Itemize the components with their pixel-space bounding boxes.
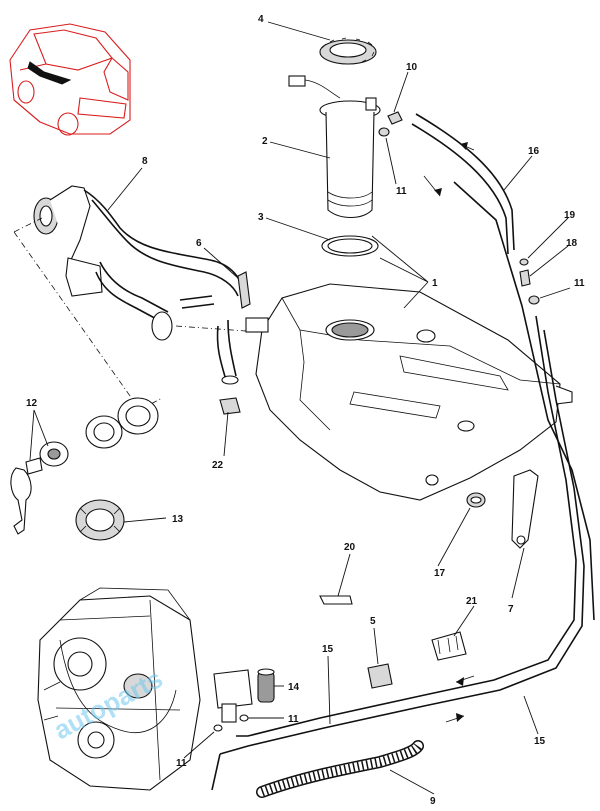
seal-ring-part (321, 235, 379, 257)
callout-16: 16 (528, 146, 540, 157)
nut-part-11-top (378, 127, 390, 137)
hose-clamp-part-6 (237, 271, 251, 309)
callout-15-right: 15 (534, 736, 546, 747)
callout-11-pump: 11 (288, 714, 299, 725)
callout-10: 10 (406, 62, 418, 73)
callout-18: 18 (566, 238, 578, 249)
callout-11-top: 11 (396, 186, 407, 197)
callout-labels: 4 2 3 1 10 11 16 8 6 19 18 11 22 12 13 1… (26, 14, 585, 807)
engine-illustration (37, 587, 201, 791)
lock-ring-part (319, 37, 377, 65)
callout-17: 17 (434, 568, 446, 579)
callout-15-left: 15 (322, 644, 334, 655)
fuel-cap-lock-part (10, 397, 159, 535)
mounting-bracket-part (511, 469, 539, 549)
fuel-line-part-15 (211, 315, 585, 791)
nut-part-11-right (528, 295, 540, 305)
valve-part-18 (519, 269, 531, 287)
fuel-tank-part (245, 283, 573, 501)
grommet-part-19 (519, 258, 529, 266)
callout-22: 22 (212, 460, 224, 471)
leader-lines (29, 21, 571, 795)
fuel-sender-unit-part (288, 75, 381, 219)
retaining-clip-part-20 (319, 595, 353, 605)
fuel-filter-part (257, 668, 275, 703)
callout-20: 20 (344, 542, 356, 553)
callout-6: 6 (196, 238, 202, 249)
callout-8: 8 (142, 156, 148, 167)
callout-9: 9 (430, 796, 436, 807)
callout-14: 14 (288, 682, 300, 693)
corrugated-hose-part (256, 740, 424, 798)
callout-11-right: 11 (574, 278, 585, 289)
pipe-clip-part-21 (431, 631, 467, 661)
fuel-cap-part (75, 499, 125, 541)
clip-part-10 (387, 111, 403, 125)
callout-11-bottom: 11 (176, 758, 187, 769)
filler-neck-part (33, 185, 245, 341)
fuel-line-part-16 (411, 113, 595, 621)
callout-19: 19 (564, 210, 576, 221)
callout-3: 3 (258, 212, 264, 223)
callout-21: 21 (466, 596, 478, 607)
callout-1: 1 (432, 278, 438, 289)
locator-car-illustration (9, 23, 131, 136)
rubber-grommet-part (466, 492, 486, 508)
callout-2: 2 (262, 136, 268, 147)
pipe-clip-part-5 (367, 663, 393, 689)
callout-5: 5 (370, 616, 376, 627)
flow-arrows (423, 142, 475, 723)
callout-12: 12 (26, 398, 38, 409)
callout-4: 4 (258, 14, 264, 25)
breather-hose (216, 319, 239, 385)
fuel-pump-assembly (213, 669, 253, 732)
clip-part-22 (219, 397, 241, 415)
callout-7: 7 (508, 604, 514, 615)
callout-13: 13 (172, 514, 184, 525)
